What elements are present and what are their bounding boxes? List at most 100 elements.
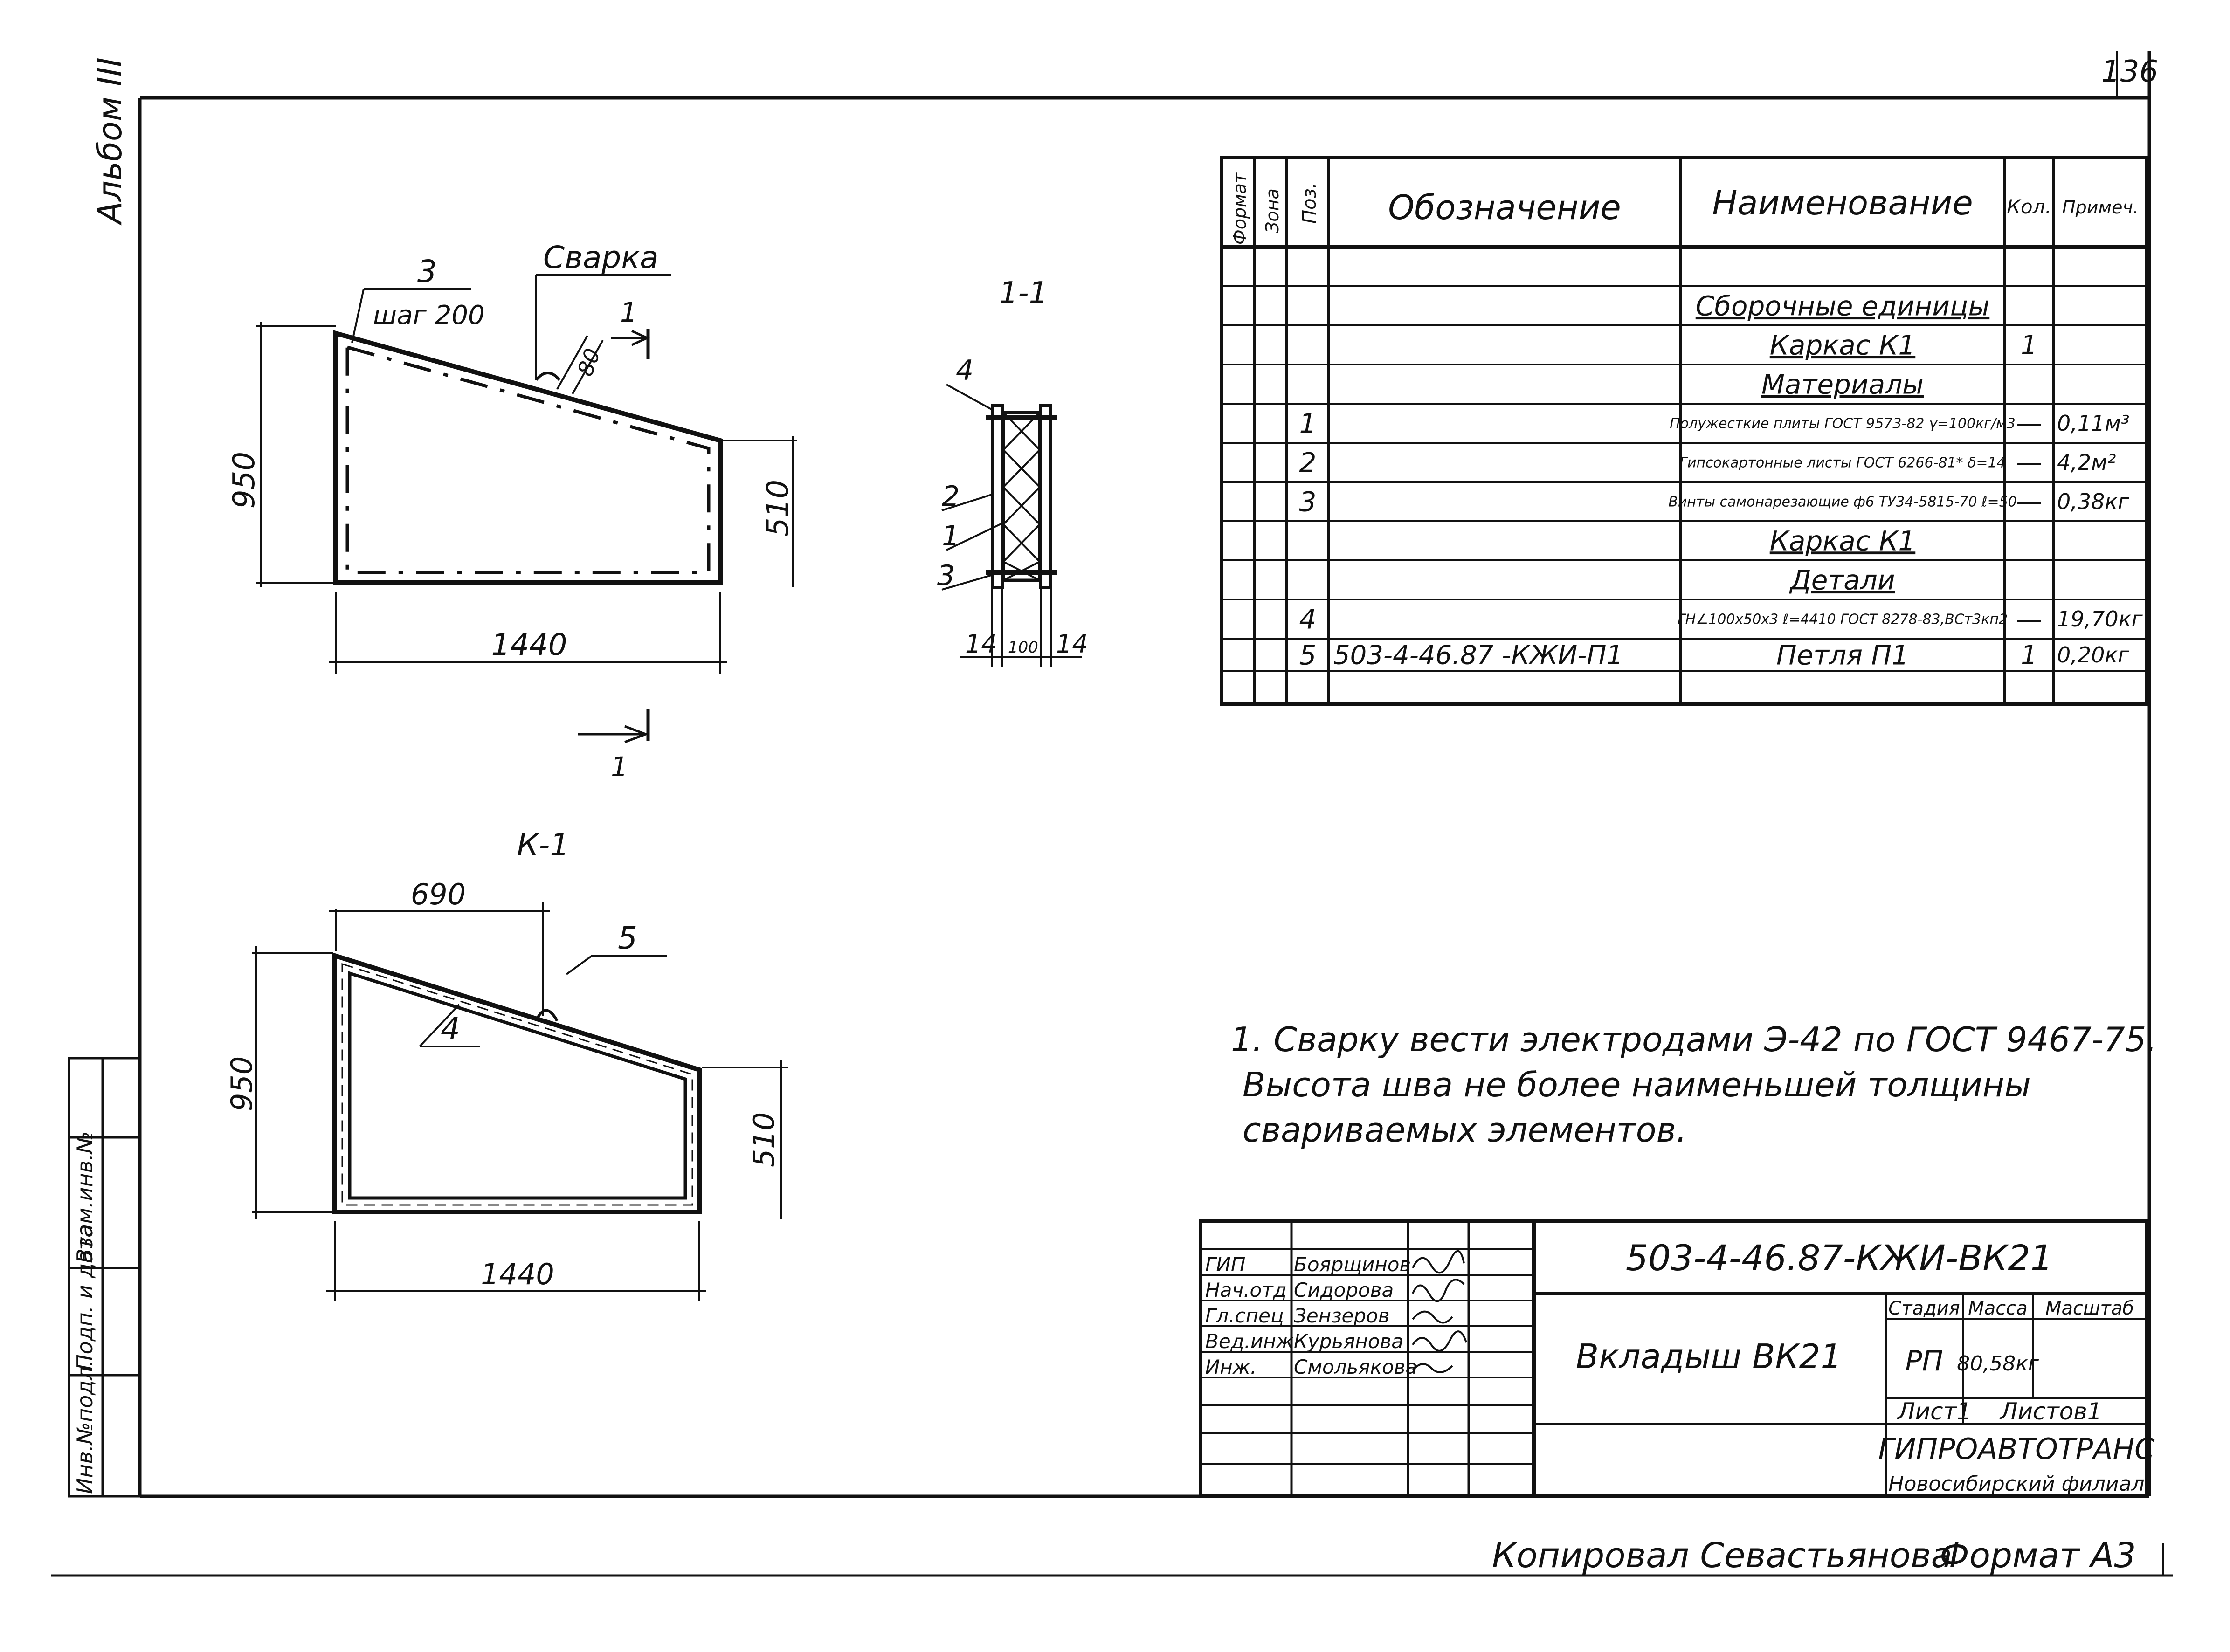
main-view-pos-3: 3 bbox=[417, 254, 437, 289]
spec-cell-note: 19,70кг bbox=[2057, 606, 2143, 632]
spec-row: Каркас К1 1 bbox=[1770, 329, 2037, 361]
spec-cell-qty: — bbox=[2016, 605, 2042, 635]
title-scale-label: Масштаб bbox=[2045, 1298, 2134, 1319]
main-view-cut-bottom: 1 bbox=[611, 751, 628, 783]
album-label: Альбом III bbox=[91, 57, 129, 226]
title-role-0: ГИП bbox=[1205, 1253, 1245, 1276]
footer-format: Формат А3 bbox=[1940, 1535, 2136, 1576]
spec-table-header: Формат Зона Поз. Обозначение Наименовани… bbox=[1229, 172, 2139, 245]
notes: 1. Сварку вести электродами Э-42 по ГОСТ… bbox=[1231, 1020, 2157, 1150]
spec-cell-pos: 5 bbox=[1299, 639, 1317, 671]
drawing-frame bbox=[51, 51, 2173, 1577]
title-org: ГИПРОАВТОТРАНС bbox=[1878, 1432, 2155, 1466]
title-doc-code: 503-4-46.87-КЖИ-ВК21 bbox=[1626, 1237, 2053, 1279]
title-name-2: Зензеров bbox=[1294, 1304, 1390, 1327]
spec-cell-qty: 1 bbox=[2021, 330, 2037, 361]
section-callout-3: 3 bbox=[937, 559, 955, 592]
main-view-step: шаг 200 bbox=[373, 300, 485, 330]
spec-row: Материалы bbox=[1761, 368, 1924, 400]
title-stage: РП bbox=[1905, 1345, 1943, 1377]
main-view-dim-510: 510 bbox=[761, 480, 795, 537]
title-role-3: Вед.инж bbox=[1205, 1330, 1294, 1353]
frame-view-pos-5: 5 bbox=[618, 920, 637, 956]
section-dim-right: 14 bbox=[1056, 629, 1088, 659]
spec-cell-name: Каркас К1 bbox=[1770, 329, 1916, 361]
spec-cell-note: 4,2м² bbox=[2057, 450, 2116, 475]
section-sheet-right bbox=[1039, 404, 1052, 589]
frame-view-dim-950: 950 bbox=[225, 1056, 259, 1111]
spec-cell-qty: — bbox=[2016, 487, 2042, 517]
spec-cell-note: 0,11м³ bbox=[2057, 411, 2130, 436]
title-mass-label: Масса bbox=[1968, 1298, 2028, 1319]
spec-cell-pos: 3 bbox=[1299, 486, 1317, 517]
title-stage-label: Стадия bbox=[1888, 1298, 1960, 1319]
side-stamp bbox=[68, 1057, 140, 1498]
weld-label: Сварка bbox=[543, 240, 659, 275]
main-view-outline bbox=[333, 330, 723, 585]
spec-cell-qty: — bbox=[2016, 409, 2042, 439]
title-name-0: Боярщинов bbox=[1294, 1253, 1411, 1276]
frame-view-outer bbox=[332, 952, 702, 1214]
spec-header-pos: Поз. bbox=[1299, 182, 1320, 224]
spec-cell-note: 0,38кг bbox=[2057, 489, 2129, 514]
section-title: 1-1 bbox=[999, 276, 1048, 310]
spec-cell-name: Петля П1 bbox=[1776, 639, 1909, 671]
title-block-signatures bbox=[1412, 1250, 1467, 1373]
section-sheet-left bbox=[991, 404, 1004, 589]
page-number: 136 bbox=[2101, 55, 2158, 89]
spec-cell-qty: 1 bbox=[2021, 640, 2037, 671]
title-name-3: Курьянова bbox=[1294, 1330, 1403, 1353]
main-view-dashed-inner bbox=[345, 345, 711, 574]
spec-header-zone: Зона bbox=[1262, 188, 1283, 233]
spec-cell-name: Каркас К1 bbox=[1770, 525, 1916, 557]
spec-cell-pos: 2 bbox=[1299, 447, 1317, 478]
frame-view-dim-1440: 1440 bbox=[481, 1257, 554, 1291]
main-view-dim-950: 950 bbox=[227, 452, 262, 509]
main-view bbox=[256, 274, 797, 743]
side-stamp-inv: Инв.№подл. bbox=[72, 1360, 97, 1494]
title-branch: Новосибирский филиал bbox=[1888, 1472, 2144, 1496]
title-block-grid bbox=[1199, 1219, 2149, 1498]
note-line-3: свариваемых элементов. bbox=[1243, 1110, 1687, 1150]
spec-cell-name: Детали bbox=[1788, 564, 1895, 596]
title-role-4: Инж. bbox=[1205, 1356, 1257, 1378]
spec-row: 1 Полужесткие плиты ГОСТ 9573-82 γ=100кг/… bbox=[1299, 407, 2130, 439]
loop-symbol bbox=[535, 1009, 559, 1022]
frame-view-pos-4: 4 bbox=[441, 1011, 460, 1047]
title-name-1: Сидорова bbox=[1294, 1279, 1394, 1301]
spec-cell-pos: 1 bbox=[1299, 407, 1317, 439]
title-mass: 80,58кг bbox=[1957, 1352, 2039, 1376]
spec-cell-qty: — bbox=[2016, 448, 2042, 478]
frame-view bbox=[252, 902, 788, 1301]
spec-row: Сборочные единицы bbox=[1696, 290, 1990, 322]
spec-header-format: Формат bbox=[1229, 172, 1250, 245]
spec-header-qty: Кол. bbox=[2007, 195, 2051, 218]
title-name-4: Смольякова bbox=[1294, 1356, 1417, 1378]
spec-header-note: Примеч. bbox=[2062, 197, 2139, 218]
spec-table-grid bbox=[1220, 156, 2149, 706]
side-stamp-sign: Подп. и дата bbox=[72, 1225, 97, 1370]
frame-view-dim-510: 510 bbox=[747, 1112, 781, 1167]
spec-row: 2 Гипсокартонные листы ГОСТ 6266-81* δ=14… bbox=[1299, 447, 2116, 478]
spec-header-designation: Обозначение bbox=[1388, 188, 1621, 227]
frame-view-inner bbox=[348, 971, 687, 1200]
title-sheets: Листов1 bbox=[1999, 1398, 2102, 1425]
frame-view-dim-690: 690 bbox=[411, 877, 466, 911]
spec-header-name: Наименование bbox=[1712, 183, 1973, 222]
spec-row: Детали bbox=[1788, 564, 1895, 596]
section-callout-1: 1 bbox=[942, 520, 960, 552]
section-callout-4: 4 bbox=[956, 354, 973, 387]
spec-row: Каркас К1 bbox=[1770, 525, 1916, 557]
spec-cell-name: Полужесткие плиты ГОСТ 9573-82 γ=100кг/м… bbox=[1670, 416, 2016, 432]
side-stamp-replace: Взам.инв.№ bbox=[72, 1131, 97, 1263]
footer-copied: Копировал Севастьянова bbox=[1492, 1535, 1952, 1576]
weld-symbol bbox=[535, 372, 561, 381]
frame-view-title: К-1 bbox=[517, 827, 570, 863]
section-1-1 bbox=[941, 384, 1082, 667]
note-line-1: 1. Сварку вести электродами Э-42 по ГОСТ… bbox=[1231, 1020, 2157, 1059]
spec-cell-name: Гипсокартонные листы ГОСТ 6266-81* δ=14 bbox=[1679, 455, 2006, 471]
